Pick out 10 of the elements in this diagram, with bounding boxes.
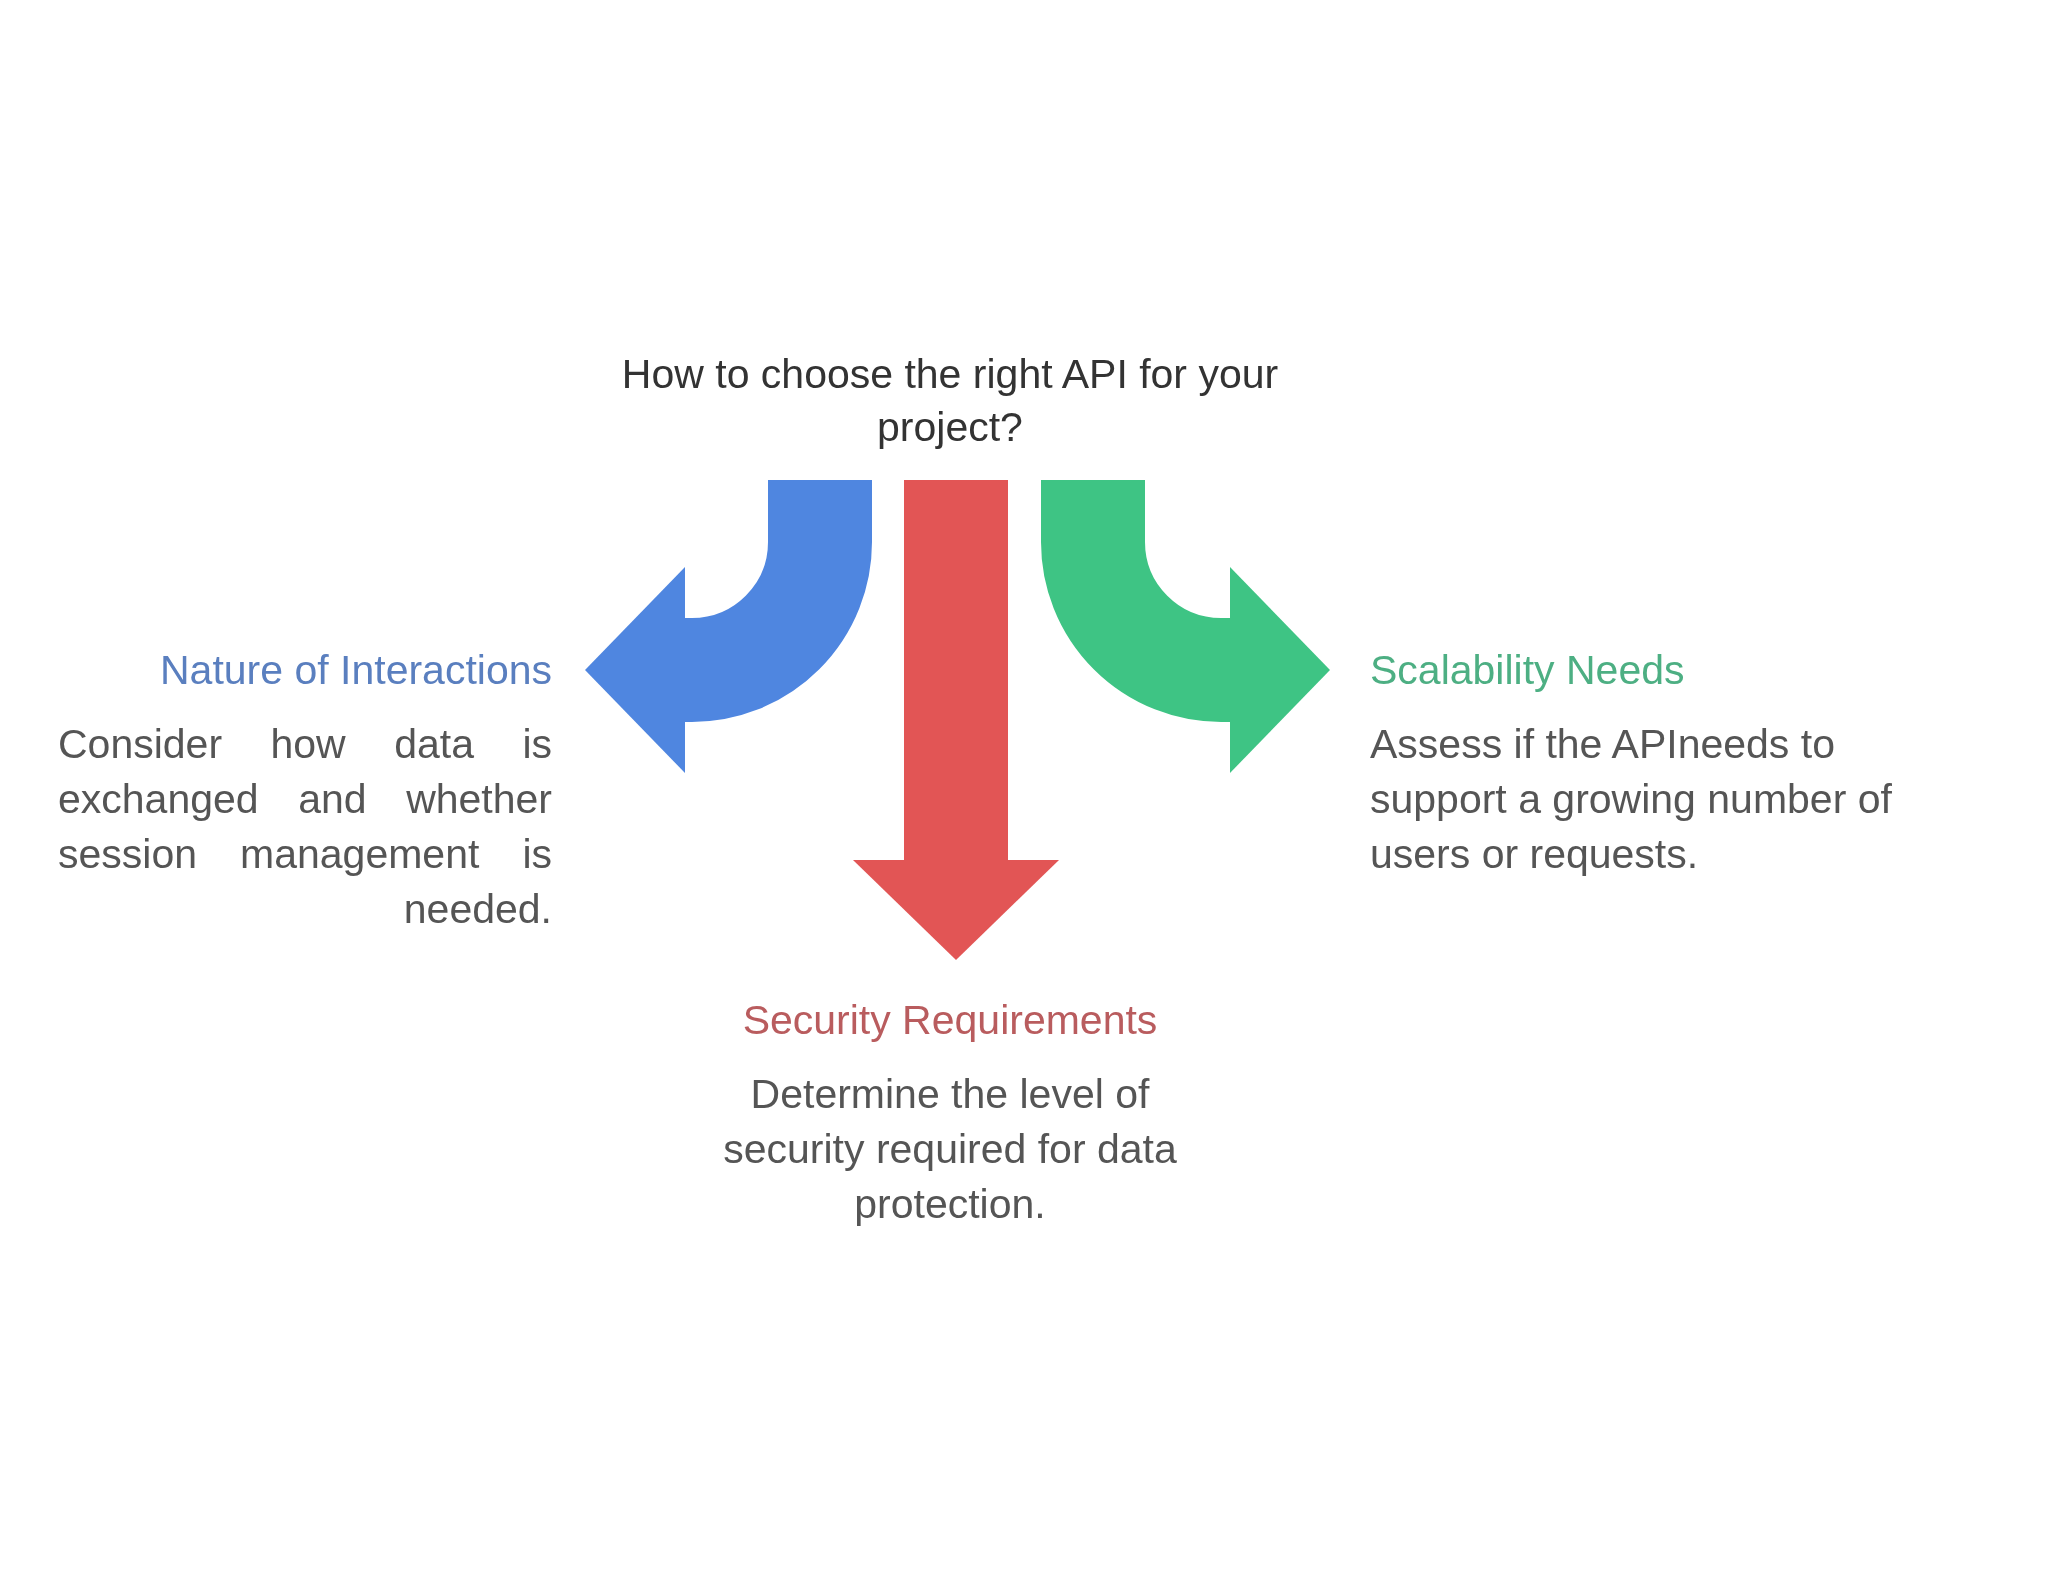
section-heading: Nature of Interactions <box>159 646 552 695</box>
curved-arrow <box>853 480 1059 960</box>
section-description: Assess if the APIneeds to support a growing number of users or requests. <box>1370 720 1893 879</box>
section-description: Determine the level of security required for data protection. <box>722 1070 1178 1229</box>
section-heading: Security Requirements <box>741 996 1159 1045</box>
section-description: Consider how data is exchanged and whether session management is needed. <box>58 720 552 934</box>
curved-arrow <box>585 480 872 773</box>
section-heading: Scalability Needs <box>1370 646 1686 695</box>
curved-arrow <box>1041 480 1330 773</box>
diagram-title: How to choose the right API for your project? <box>620 350 1280 452</box>
